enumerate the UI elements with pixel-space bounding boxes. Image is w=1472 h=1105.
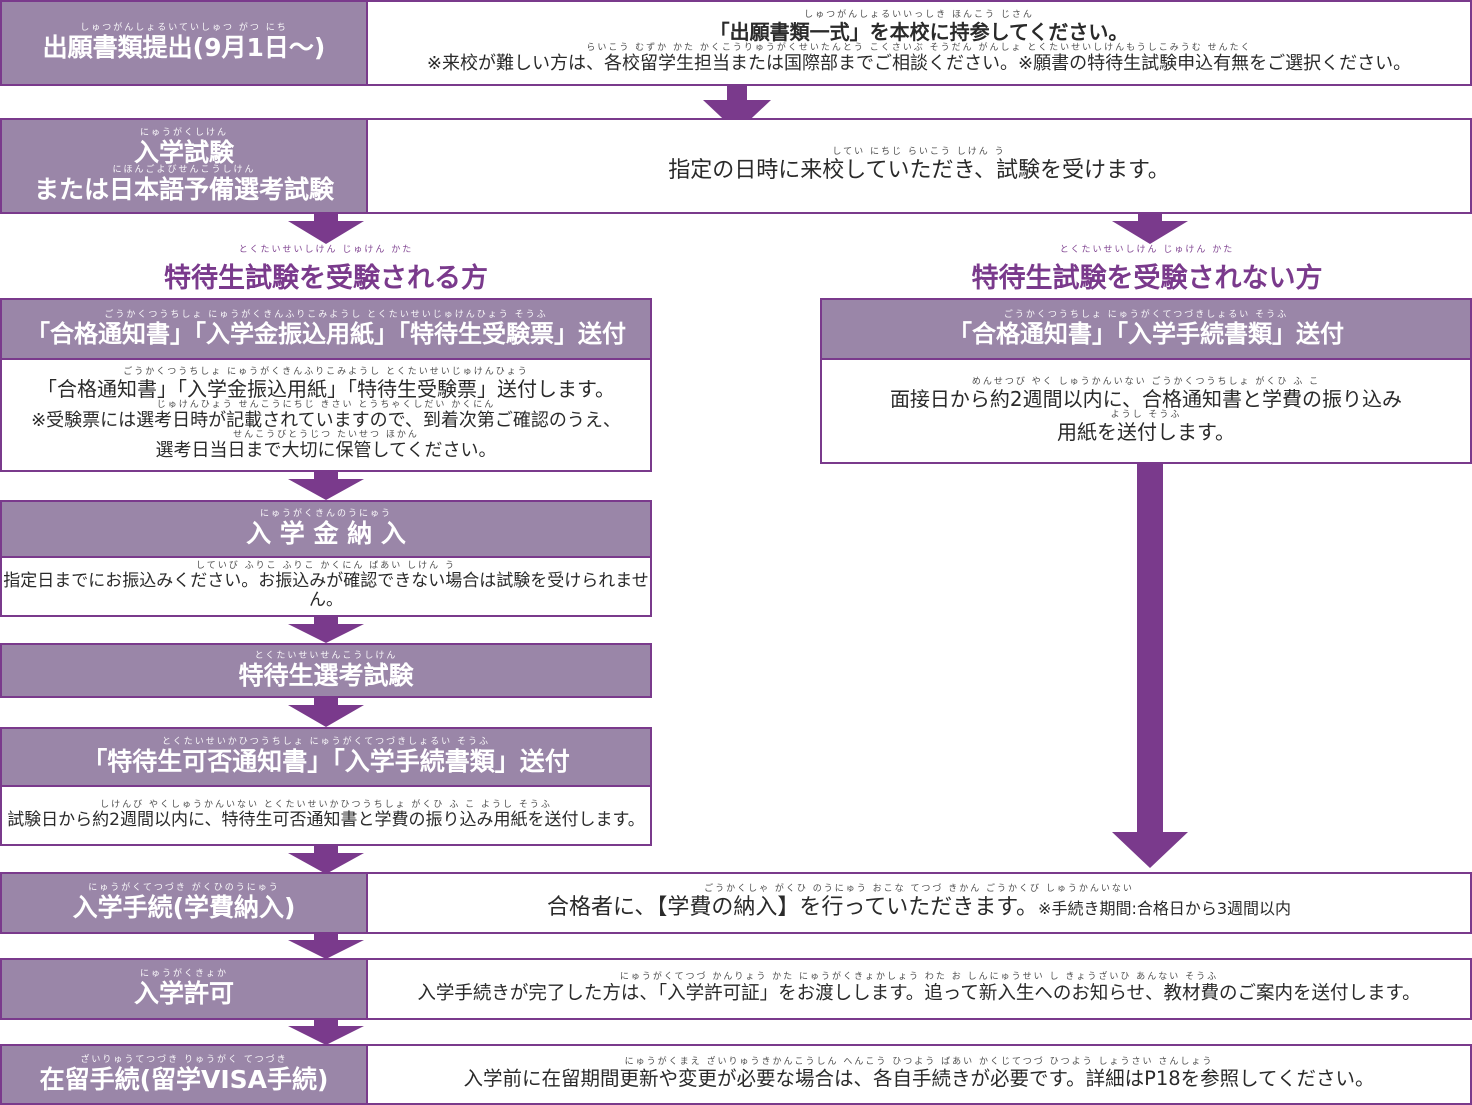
step-application-body: しゅつがんしょるいいっしき ほんこう じさん 「出願書類一式」を本校に持参してく…: [366, 0, 1472, 86]
ruby: しゅつがんしょるいていしゅつ がつ にち: [80, 23, 288, 34]
step-application-header: しゅつがんしょるいていしゅつ がつ にち 出願書類提出(9月1日〜): [0, 0, 368, 86]
scholarship-exam-title: 特待生選考試験: [238, 660, 414, 690]
enrollment-fee-body: していび ふりこ ふりこ かくにん ばあい しけん う 指定日までにお振込みくだ…: [0, 556, 652, 617]
right-notice-line2: 用紙を送付します。: [1057, 419, 1235, 444]
ruby: ごうかくつうちしょ にゅうがくきんふりこみようし とくたいせいじゅけんひょう そ…: [104, 309, 548, 320]
arrow-s3-s4: [288, 934, 364, 959]
ruby: ごうかくしゃ がくひ のうにゅう おこな てつづ きかん ごうかくび しゅうかん…: [704, 884, 1134, 895]
right-notice-title: 「合格通知書」「入学手続書類」送付: [948, 319, 1344, 348]
step-visa-title: 在留手続(留学VISA手続): [39, 1064, 329, 1094]
left-notice-line1: 「合格通知書」「入学金振込用紙」「特待生受験票」送付します。: [37, 376, 615, 401]
step-admission-header: にゅうがくきょか 入学許可: [0, 958, 368, 1020]
ruby: にゅうがくきょか: [139, 969, 228, 980]
left-notice-title: 「合格通知書」「入学金振込用紙」「特待生受験票」送付: [26, 319, 626, 348]
arrow-l4-s3: [288, 846, 364, 874]
left-branch-label: 特待生試験を受験される方: [164, 262, 488, 294]
step-exam-body: してい にちじ らいこう しけん う 指定の日時に来校していただき、試験を受けま…: [366, 118, 1472, 214]
scholarship-result-body: しけんび やくしゅうかんいない とくたいせいかひつうちしょ がくひ ふ こ よう…: [0, 785, 652, 846]
arrow-r1-s3: [1112, 464, 1188, 868]
scholarship-result-title: 「特待生可否通知書」「入学手続書類」送付: [82, 747, 570, 777]
right-notice-header: ごうかくつうちしょ にゅうがくてつづきしょるい そうふ 「合格通知書」「入学手続…: [820, 298, 1472, 360]
procedure-deadline-note: ※手続き期間:合格日から3週間以内: [1038, 899, 1292, 919]
enrollment-fee-text: 指定日までにお振込みください。お振込みが確認できない場合は試験を受けられません。: [3, 570, 649, 611]
step-exam-header: にゅうがくしけん 入学試験 にほんごよびせんこうしけん または日本語予備選考試験: [0, 118, 368, 214]
step-procedure-body: ごうかくしゃ がくひ のうにゅう おこな てつづ きかん ごうかくび しゅうかん…: [366, 872, 1472, 934]
left-notice-line2: ※受験票には選考日時が記載されていますので、到着次第ご確認のうえ、: [31, 409, 621, 431]
scholarship-result-header: とくたいせいかひつうちしょ にゅうがくてつづきしょるい そうふ 「特待生可否通知…: [0, 727, 652, 787]
arrow-l3-l4: [288, 698, 364, 727]
right-notice-body: めんせつび やく しゅうかんいない ごうかくつうちしょ がくひ ふ こ 面接日か…: [820, 358, 1472, 464]
step-admission-title: 入学許可: [133, 979, 234, 1009]
ruby: しゅつがんしょるいいっしき ほんこう じさん: [804, 10, 1034, 21]
ruby: とくたいせいせんこうしけん: [254, 650, 398, 661]
step-exam-subtitle: または日本語予備選考試験: [33, 174, 334, 204]
right-notice-line1: 面接日から約2週間以内に、合格通知書と学費の振り込み: [889, 387, 1403, 411]
enrollment-fee-title: 入 学 金 納 入: [246, 519, 406, 549]
admission-text: 入学手続きが完了した方は、「入学許可証」をお渡しします。追って新入生へのお知らせ…: [417, 983, 1421, 1005]
step-procedure-header: にゅうがくてつづき がくひのうにゅう 入学手続(学費納入): [0, 872, 368, 934]
ruby: ざいりゅうてつづき りゅうがく てつづき: [80, 1054, 288, 1065]
ruby: していび ふりこ ふりこ かくにん ばあい しけん う: [196, 561, 456, 571]
right-branch-title: とくたいせいしけん じゅけん かた 特待生試験を受験されない方: [822, 245, 1472, 295]
step-visa-header: ざいりゅうてつづき りゅうがく てつづき 在留手続(留学VISA手続): [0, 1044, 368, 1105]
arrow-s2-right: [1112, 214, 1188, 244]
scholarship-result-text: 試験日から約2週間以内に、特待生可否通知書と学費の振り込み用紙を送付します。: [7, 809, 645, 830]
right-branch-label: 特待生試験を受験されない方: [971, 262, 1323, 294]
step-application-title: 出願書類提出(9月1日〜): [42, 33, 326, 63]
ruby: とくたいせいかひつうちしょ にゅうがくてつづきしょるい そうふ: [161, 737, 490, 748]
ruby: にほんごよびせんこうしけん: [112, 165, 256, 175]
ruby: してい にちじ らいこう しけん う: [832, 147, 1006, 158]
left-branch-title: とくたいせいしけん じゅけん かた 特待生試験を受験される方: [0, 245, 652, 295]
step-procedure-title: 入学手続(学費納入): [72, 893, 296, 923]
ruby: にゅうがくしけん: [139, 127, 228, 138]
ruby: にゅうがくてつづき がくひのうにゅう: [88, 883, 280, 894]
left-notice-body: ごうかくつうちしょ にゅうがくきんふりこみようし とくたいせいじゅけんひょう 「…: [0, 358, 652, 472]
exam-description: 指定の日時に来校していただき、試験を受けます。: [668, 158, 1170, 184]
visa-text: 入学前に在留期間更新や変更が必要な場合は、各自手続きが必要です。詳細はP18を参…: [463, 1067, 1375, 1091]
procedure-main-text: 合格者に、【学費の納入】を行っていただきます。: [546, 895, 1039, 921]
step-admission-body: にゅうがくてつづ かんりょう かた にゅうがくきょかしょう わた お しんにゅう…: [366, 958, 1472, 1020]
ruby: にゅうがくまえ ざいりゅうきかんこうしん へんこう ひつよう ばあい かくじてつ…: [624, 1057, 1214, 1068]
application-instruction: 「出願書類一式」を本校に持参してください。: [709, 20, 1129, 45]
step-visa-body: にゅうがくまえ ざいりゅうきかんこうしん へんこう ひつよう ばあい かくじてつ…: [366, 1044, 1472, 1105]
ruby: ごうかくつうちしょ にゅうがくてつづきしょるい そうふ: [1003, 309, 1289, 320]
ruby: ごうかくつうちしょ にゅうがくきんふりこみようし とくたいせいじゅけんひょう: [123, 366, 529, 377]
ruby: じゅけんひょう せんこうにちじ きさい とうちゃくしだい かくにん: [156, 399, 496, 410]
procedure-line: 合格者に、【学費の納入】を行っていただきます。※手続き期間:合格日から3週間以内: [547, 895, 1291, 920]
ruby: めんせつび やく しゅうかんいない ごうかくつうちしょ がくひ ふ こ: [971, 377, 1321, 388]
ruby: にゅうがくきんのうにゅう: [259, 509, 392, 520]
arrow-s4-s5: [288, 1020, 364, 1045]
enrollment-fee-header: にゅうがくきんのうにゅう 入 学 金 納 入: [0, 500, 652, 558]
application-note: ※来校が難しい方は、各校留学生担当または国際部までご相談ください。※願書の特待生…: [426, 53, 1412, 75]
ruby: しけんび やくしゅうかんいない とくたいせいかひつうちしょ がくひ ふ こ よう…: [100, 799, 552, 810]
arrow-s1-s2: [703, 86, 771, 132]
ruby: にゅうがくてつづ かんりょう かた にゅうがくきょかしょう わた お しんにゅう…: [619, 972, 1219, 983]
arrow-l2-l3: [288, 617, 364, 643]
ruby: とくたいせいしけん じゅけん かた: [238, 245, 414, 255]
ruby: せんこうびとうじつ たいせつ ほかん: [233, 430, 419, 441]
left-notice-header: ごうかくつうちしょ にゅうがくきんふりこみようし とくたいせいじゅけんひょう そ…: [0, 298, 652, 360]
arrow-l1-l2: [288, 472, 364, 500]
ruby: ようし そうふ: [1110, 410, 1182, 420]
arrow-s2-left: [288, 214, 364, 244]
left-notice-line3: 選考日当日まで大切に保管してください。: [155, 440, 497, 462]
scholarship-exam-header: とくたいせいせんこうしけん 特待生選考試験: [0, 643, 652, 698]
ruby: とくたいせいしけん じゅけん かた: [1059, 245, 1235, 255]
ruby: らいこう むずか かた かくこうりゅうがくせいたんとう こくさいぶ そうだん が…: [586, 43, 1252, 54]
step-exam-title: 入学試験: [133, 137, 234, 167]
